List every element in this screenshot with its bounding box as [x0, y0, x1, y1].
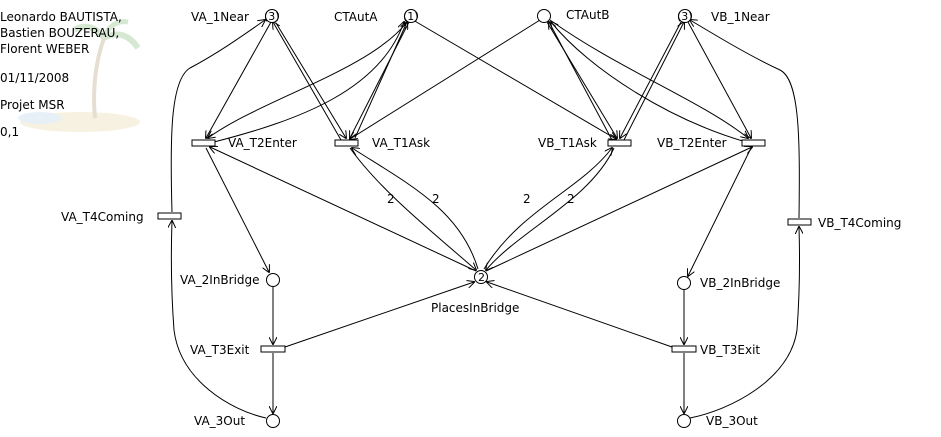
date-text: 01/11/2008	[0, 71, 70, 85]
place-label: VB_3Out	[706, 414, 758, 428]
island-decoration	[18, 19, 141, 132]
transition-vb-t1ask[interactable]: VB_T1Ask	[538, 136, 632, 150]
place-label: PlacesInBridge	[431, 301, 519, 315]
place-va-1near[interactable]: (3) VA_1Near	[191, 9, 280, 25]
transition-label: VA_T4Coming	[61, 210, 144, 224]
transition-label: VB_T1Ask	[538, 136, 597, 150]
transition-va-t3exit[interactable]: VA_T3Exit	[190, 343, 286, 357]
place-tokens: (3)	[264, 10, 280, 23]
transition-label: VA_T3Exit	[190, 343, 250, 357]
arc-weight: 2	[523, 192, 531, 206]
place-va-3out[interactable]: VA_3Out	[194, 414, 280, 428]
place-ctautb[interactable]: CTAutB	[537, 8, 610, 23]
place-placesinbridge[interactable]: 2 PlacesInBridge	[431, 270, 519, 316]
place-label: CTAutB	[566, 8, 610, 22]
transition-va-t1ask[interactable]: VA_T1Ask	[334, 136, 430, 150]
transition-vb-t4coming[interactable]: VB_T4Coming	[787, 216, 901, 230]
place-tokens: 2	[478, 271, 485, 284]
place-label: CTAutA	[334, 10, 378, 24]
place-ctauta[interactable]: (1) CTAutA	[334, 9, 419, 25]
place-vb-2inbridge[interactable]: VB_2InBridge	[677, 276, 781, 290]
transition-vb-t3exit[interactable]: VB_T3Exit	[671, 343, 760, 357]
transition-va-t4coming[interactable]: VA_T4Coming	[61, 210, 182, 224]
transition-label: VB_T2Enter	[657, 136, 727, 150]
place-va-2inbridge[interactable]: VA_2InBridge	[180, 273, 280, 287]
place-label: VA_1Near	[191, 10, 249, 24]
place-tokens: (1)	[403, 10, 419, 23]
author-line: Leonardo BAUTISTA,	[0, 10, 122, 24]
place-label: VB_1Near	[711, 10, 770, 24]
arcs	[171, 20, 799, 419]
transition-label: VA_T1Ask	[372, 136, 430, 150]
authors-block: Leonardo BAUTISTA, Bastien BOUZERAU, Flo…	[0, 9, 150, 57]
place-tokens: (3)	[677, 10, 693, 23]
version-text: 0,1	[0, 125, 20, 139]
place-label: VB_2InBridge	[700, 276, 780, 290]
transition-label: VB_T4Coming	[818, 216, 901, 230]
transition-vb-t2enter[interactable]: VB_T2Enter	[657, 136, 766, 150]
place-label: VA_2InBridge	[180, 273, 260, 287]
author-line: Bastien BOUZERAU,	[0, 26, 120, 40]
transition-va-t2enter[interactable]: VA_T2Enter	[191, 136, 297, 150]
project-text: Projet MSR	[0, 98, 65, 112]
arc-weight: 2	[432, 192, 440, 206]
transition-label: VB_T3Exit	[700, 343, 760, 357]
place-label: VA_3Out	[194, 414, 245, 428]
arc-weight: 2	[387, 192, 395, 206]
place-vb-3out[interactable]: VB_3Out	[677, 414, 759, 428]
transition-label: VA_T2Enter	[228, 136, 297, 150]
author-line: Florent WEBER	[0, 42, 90, 56]
place-vb-1near[interactable]: (3) VB_1Near	[677, 9, 770, 25]
arc-weight: 2	[567, 192, 575, 206]
